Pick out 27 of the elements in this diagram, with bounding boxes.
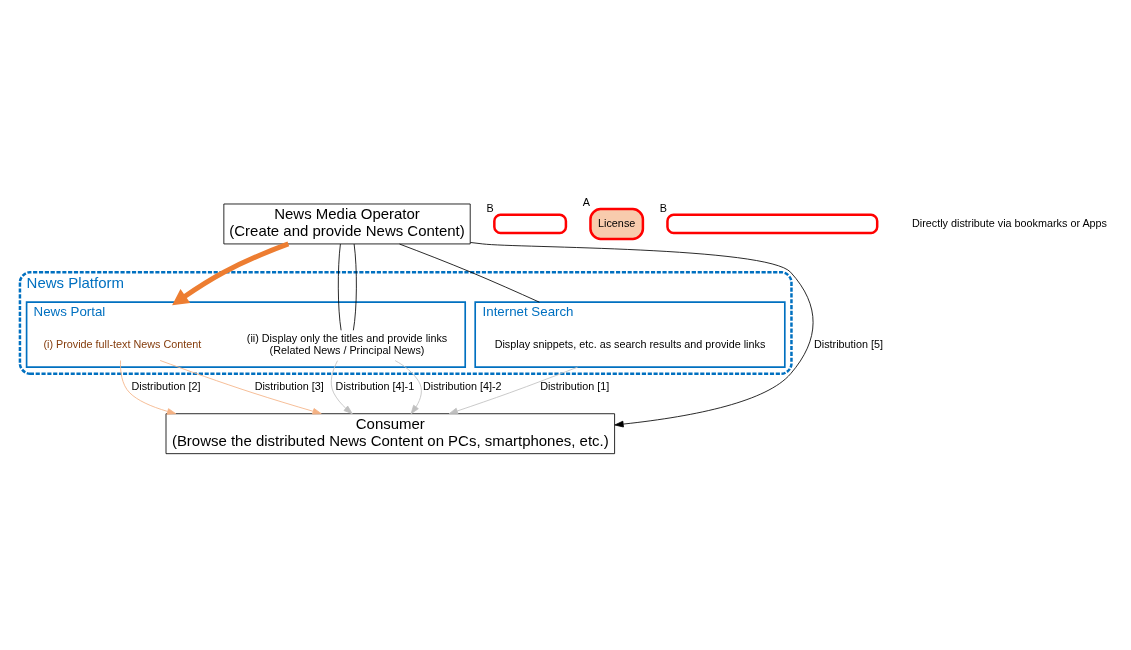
edge-label: Distribution [5] xyxy=(813,337,883,350)
edge-label: Distribution [2] xyxy=(131,379,201,392)
node-text: Display snippets, etc. as search results and provide links xyxy=(494,337,766,350)
arrow xyxy=(159,359,322,415)
node-box: Consumer (Browse the distributed News Content on PCs, smartphones, etc.) xyxy=(165,412,615,454)
node-text: (ii) Display only the titles and provide links (Related News / Principal News) xyxy=(246,331,448,356)
node-text: (i) Provide full-text News Content xyxy=(43,337,202,350)
node-label: B xyxy=(486,201,494,214)
edge-label: Distribution [4]-1 xyxy=(335,379,415,392)
arrow xyxy=(330,359,353,414)
node-box: News Media Operator (Create and provide News Content) xyxy=(223,203,471,244)
arrow xyxy=(470,241,814,427)
node-label: B xyxy=(659,201,667,214)
node-box xyxy=(493,213,568,234)
node-box xyxy=(666,213,879,234)
edge-label: Distribution [1] xyxy=(540,379,610,392)
connector xyxy=(399,243,540,303)
edge-label: Distribution [3] xyxy=(254,379,324,392)
node-text: Directly distribute via bookmarks or Apps xyxy=(912,216,1108,229)
arrow xyxy=(120,359,177,415)
node-label: A xyxy=(582,195,590,208)
node-box: License xyxy=(589,207,645,240)
connector xyxy=(352,243,357,331)
arrow xyxy=(394,359,422,414)
connector xyxy=(337,243,342,331)
edge-label: Distribution [4]-2 xyxy=(422,379,502,392)
arrow xyxy=(448,366,579,414)
